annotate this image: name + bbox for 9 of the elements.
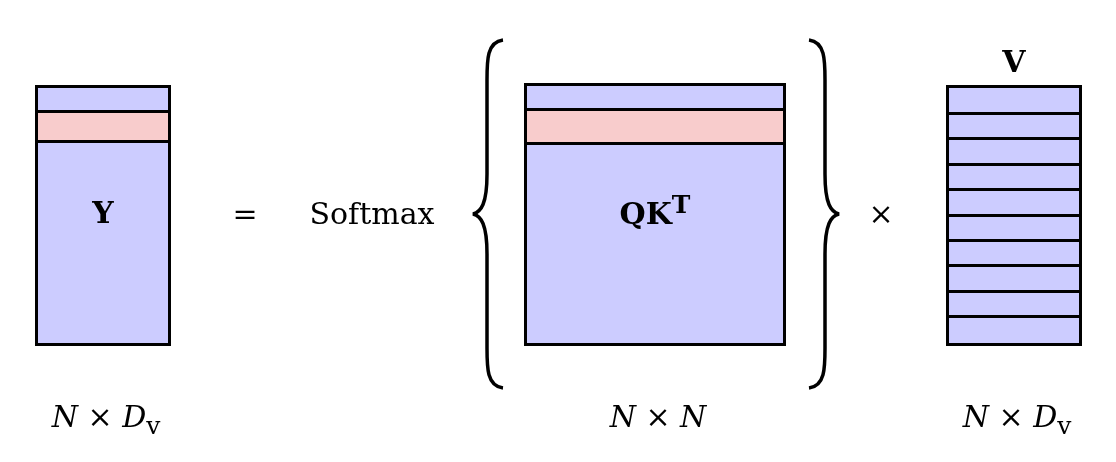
dimension-label: N × N: [609, 399, 707, 434]
multiply-sign: ×: [868, 196, 894, 231]
equals-sign: =: [232, 196, 258, 231]
matrix-label: QK$^{T}$: [619, 189, 691, 231]
dimension-label: N × D$_{v}$: [51, 399, 161, 440]
dimension-label: N × D$_{v}$: [962, 399, 1072, 440]
matrix-label: Y: [92, 194, 114, 230]
matrix-label: V: [1002, 44, 1026, 79]
function-name: Softmax: [309, 196, 435, 231]
